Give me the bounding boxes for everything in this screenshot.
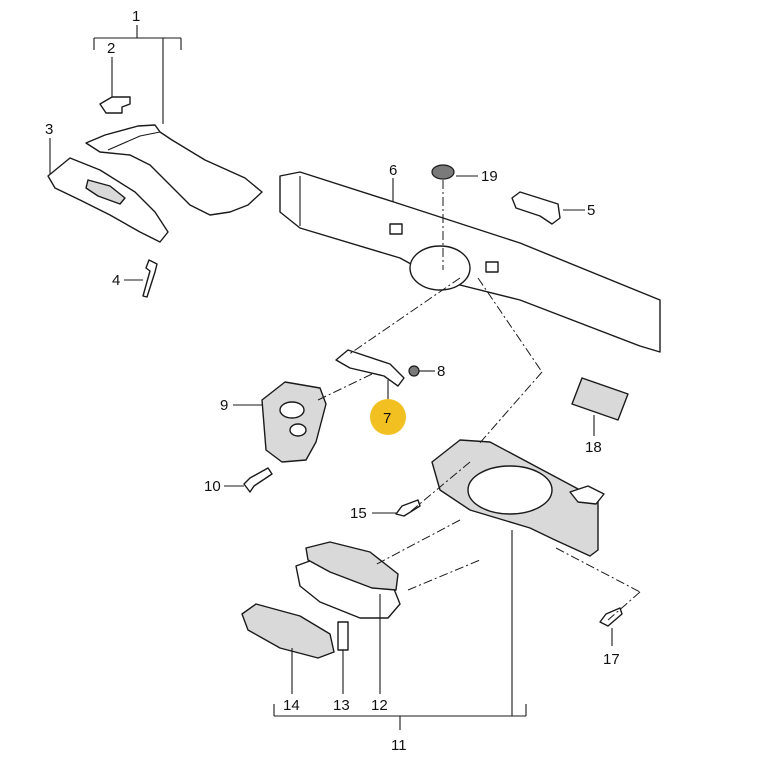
- screw-4-part: [142, 259, 158, 298]
- callout-12[interactable]: 12: [371, 697, 388, 714]
- callout-7[interactable]: 7: [383, 410, 391, 427]
- callout-17[interactable]: 17: [603, 651, 620, 668]
- callout-9[interactable]: 9: [220, 397, 228, 414]
- callout-4[interactable]: 4: [112, 272, 120, 289]
- grommet-part: [431, 164, 455, 180]
- handle-part: [261, 381, 327, 463]
- callout-group-11: [273, 530, 527, 730]
- visor-hinge: [569, 485, 605, 505]
- visor-mirror-recess: [467, 465, 553, 515]
- highlight-circle-7: [370, 399, 406, 435]
- callout-6[interactable]: 6: [389, 162, 397, 179]
- callout-19[interactable]: 19: [481, 168, 498, 185]
- callout-14[interactable]: 14: [283, 697, 300, 714]
- callout-2[interactable]: 2: [107, 40, 115, 57]
- callout-18[interactable]: 18: [585, 439, 602, 456]
- callout-11[interactable]: 11: [391, 737, 407, 754]
- crossmember-hole: [409, 245, 471, 291]
- callout-5[interactable]: 5: [587, 202, 595, 219]
- crossmember-slot-b: [485, 261, 499, 273]
- screw-15-part: [395, 499, 421, 517]
- callout-10[interactable]: 10: [204, 478, 221, 495]
- callout-group-1: [93, 25, 182, 124]
- callout-1[interactable]: 1: [132, 8, 140, 25]
- latch-part: [511, 191, 561, 225]
- callout-3[interactable]: 3: [45, 121, 53, 138]
- nut-part: [408, 365, 420, 377]
- label-part: [571, 377, 629, 421]
- bracket-part: [335, 349, 405, 387]
- screw-10-part: [243, 467, 273, 493]
- panel-cutout: [85, 179, 126, 205]
- pillar-trim-part: [85, 124, 263, 216]
- crossmember-part: [279, 171, 661, 353]
- callout-13[interactable]: 13: [333, 697, 350, 714]
- mirror-cover: [305, 541, 399, 591]
- handle-hole-a: [279, 401, 305, 419]
- callout-15[interactable]: 15: [350, 505, 367, 522]
- clip-part: [99, 96, 131, 114]
- lens-part: [241, 603, 335, 659]
- bulb-part: [337, 621, 349, 651]
- assembly-lines: [317, 277, 641, 621]
- callout-8[interactable]: 8: [437, 363, 445, 380]
- handle-hole-b: [289, 423, 307, 437]
- crossmember-slot-a: [389, 223, 403, 235]
